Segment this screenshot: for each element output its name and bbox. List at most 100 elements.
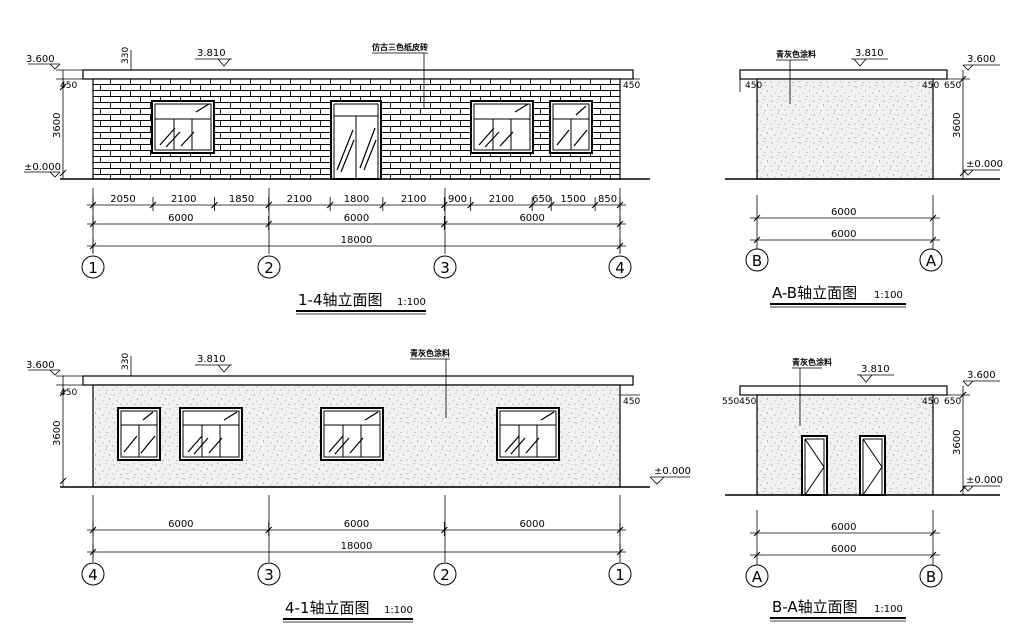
right-top-dim-2: 650	[944, 81, 961, 91]
parapet-dim: 330	[121, 47, 131, 64]
svg-text:青灰色涂料: 青灰色涂料	[410, 348, 450, 358]
axis-bubble: 4	[608, 255, 632, 279]
right-vertical-dims: 3.600 3600 ±0.000	[947, 370, 1003, 495]
height-dim-450: 450	[60, 81, 77, 91]
ground-elevation: ±0.000	[966, 475, 1003, 486]
svg-text:6000: 6000	[831, 522, 856, 533]
svg-text:1: 1	[88, 259, 98, 277]
door	[859, 435, 886, 496]
svg-text:青灰色涂料: 青灰色涂料	[776, 49, 816, 59]
wall-height-dim: 3600	[952, 113, 963, 138]
axis-bubble: A	[919, 248, 943, 272]
eave-elevation: 3.600	[967, 54, 996, 65]
right-top-dim: 450	[922, 397, 939, 407]
axis-bubble: 1	[81, 255, 105, 279]
svg-text:6000: 6000	[831, 544, 856, 555]
svg-text:B: B	[752, 252, 762, 270]
window	[117, 407, 161, 461]
svg-text:3.810: 3.810	[197, 48, 226, 59]
drawing-title: B-A轴立面图 1:100	[770, 598, 906, 622]
drawing-title: A-B轴立面图 1:100	[770, 284, 906, 308]
parapet-dim: 330	[121, 353, 131, 370]
drawing-title: 4-1轴立面图 1:100	[283, 599, 413, 623]
svg-text:±0.000: ±0.000	[654, 466, 691, 477]
eave-elevation: 3.600	[26, 360, 55, 371]
material-callout: 青灰色涂料	[776, 49, 816, 104]
right-vertical-dims: 3.600 3600 ±0.000	[947, 54, 1003, 179]
axis-bubble: 2	[433, 562, 457, 586]
elevation-1-4: 3.600 450 3600 ±0.000 330 3.810 仿古三色纸皮砖 …	[24, 42, 650, 315]
roof-slab	[82, 375, 634, 386]
axis-bubble: A	[745, 564, 769, 588]
painted-wall	[756, 78, 934, 180]
window	[549, 100, 593, 154]
dimension-value: 6000	[168, 519, 193, 530]
axis-bubble: B	[745, 248, 769, 272]
dimension-value: 6000	[168, 213, 193, 224]
svg-text:青灰色涂料: 青灰色涂料	[792, 357, 832, 367]
svg-text:A: A	[752, 568, 763, 586]
eave-elevation: 3.600	[967, 370, 996, 381]
right-top-dim: 450	[922, 81, 939, 91]
elevation-4-1: 3.600 450 3600 330 3.810 青灰色涂料 450 ±0.00…	[26, 348, 691, 623]
svg-text:3.810: 3.810	[855, 48, 884, 59]
dimension-value: 2100	[287, 194, 312, 205]
svg-text:A: A	[926, 252, 937, 270]
svg-text:4: 4	[615, 259, 625, 277]
svg-text:3: 3	[264, 566, 274, 584]
ground-elevation-marker: ±0.000	[649, 466, 691, 485]
dimension-value: 2100	[171, 194, 196, 205]
svg-text:B-A轴立面图: B-A轴立面图	[772, 598, 858, 616]
left-vertical-dims: 3.600 450 3600	[26, 360, 93, 487]
axis-bubble: B	[919, 564, 943, 588]
svg-text:2: 2	[264, 259, 274, 277]
dimension-value: 2100	[489, 194, 514, 205]
dimension-chain: 6000 6000	[750, 510, 940, 570]
wall-height-dim: 3600	[952, 430, 963, 455]
svg-text:B: B	[926, 568, 936, 586]
svg-text:1: 1	[615, 566, 625, 584]
material-callout: 青灰色涂料	[792, 357, 832, 426]
left-vertical-dims: 3.600 450 3600 ±0.000	[24, 54, 93, 179]
eave-elevation: 3.600	[26, 54, 55, 65]
svg-text:1:100: 1:100	[384, 605, 413, 616]
ridge-elevation-marker: 3.810	[851, 48, 888, 67]
window	[470, 100, 534, 154]
window	[151, 100, 215, 154]
svg-text:4-1轴立面图: 4-1轴立面图	[285, 599, 370, 617]
svg-text:6000: 6000	[831, 229, 856, 240]
painted-wall	[756, 394, 934, 496]
roof-slab	[739, 385, 948, 396]
svg-text:仿古三色纸皮砖: 仿古三色纸皮砖	[372, 42, 428, 52]
material-callout: 青灰色涂料	[410, 348, 450, 418]
svg-text:2: 2	[440, 566, 450, 584]
elevation-a-b: 青灰色涂料 3.810 450 450 650 3.600 3600 ±0.00…	[725, 48, 1003, 308]
roof-slab	[739, 69, 948, 80]
axis-bubble: 2	[257, 255, 281, 279]
door	[330, 100, 382, 180]
axis-bubble: 3	[433, 255, 457, 279]
svg-text:1:100: 1:100	[874, 290, 903, 301]
axis-bubbles: 4 3 2 1	[81, 562, 632, 586]
dimension-value: 650	[532, 194, 551, 205]
ridge-elevation-marker: 3.810	[195, 48, 232, 67]
window	[320, 407, 384, 461]
right-height-dim: 450	[623, 397, 640, 407]
dimension-value: 1800	[344, 194, 369, 205]
dimension-value: 6000	[519, 519, 544, 530]
door	[801, 435, 828, 496]
right-top-dim-2: 650	[944, 397, 961, 407]
axis-bubble: 3	[257, 562, 281, 586]
roof-slab	[82, 69, 634, 80]
svg-text:6000: 6000	[831, 207, 856, 218]
svg-text:4: 4	[88, 566, 98, 584]
dimension-value: 18000	[341, 235, 373, 246]
dimension-chain: 6000 6000	[750, 195, 940, 255]
ground-elevation: ±0.000	[24, 162, 61, 173]
wall-height-dim: 3600	[52, 421, 63, 446]
wall-height-dim: 3600	[52, 113, 63, 138]
dimension-value: 1500	[560, 194, 585, 205]
